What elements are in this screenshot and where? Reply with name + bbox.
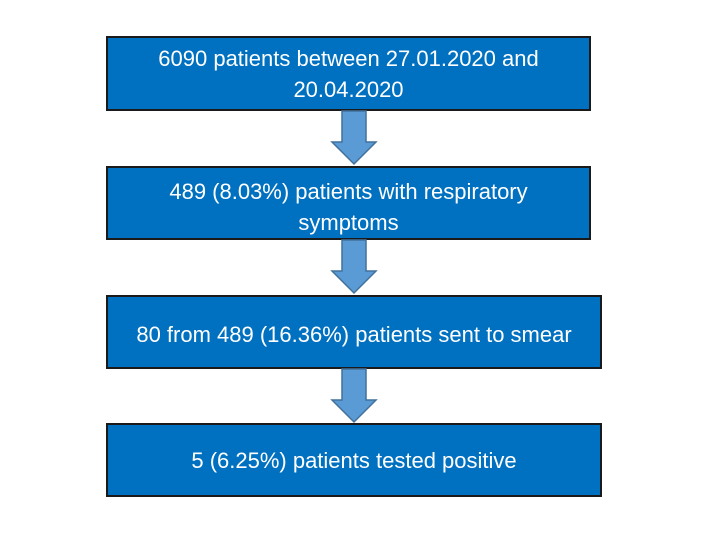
down-arrow-2 xyxy=(330,239,378,295)
flow-step-3-text: 80 from 489 (16.36%) patients sent to sm… xyxy=(136,321,572,347)
flow-step-4-box: 5 (6.25%) patients tested positive xyxy=(106,423,602,497)
flow-step-1-box: 6090 patients between 27.01.2020 and 20.… xyxy=(106,36,591,111)
flow-step-2-text: 489 (8.03%) patients with respiratory sy… xyxy=(169,179,528,235)
down-arrow-3 xyxy=(330,368,378,424)
flow-step-1-text: 6090 patients between 27.01.2020 and 20.… xyxy=(158,45,539,102)
flow-step-2-box: 489 (8.03%) patients with respiratory sy… xyxy=(106,166,591,240)
flow-step-4-text: 5 (6.25%) patients tested positive xyxy=(191,447,517,473)
down-arrow-1 xyxy=(330,110,378,166)
flow-step-3-box: 80 from 489 (16.36%) patients sent to sm… xyxy=(106,295,602,369)
